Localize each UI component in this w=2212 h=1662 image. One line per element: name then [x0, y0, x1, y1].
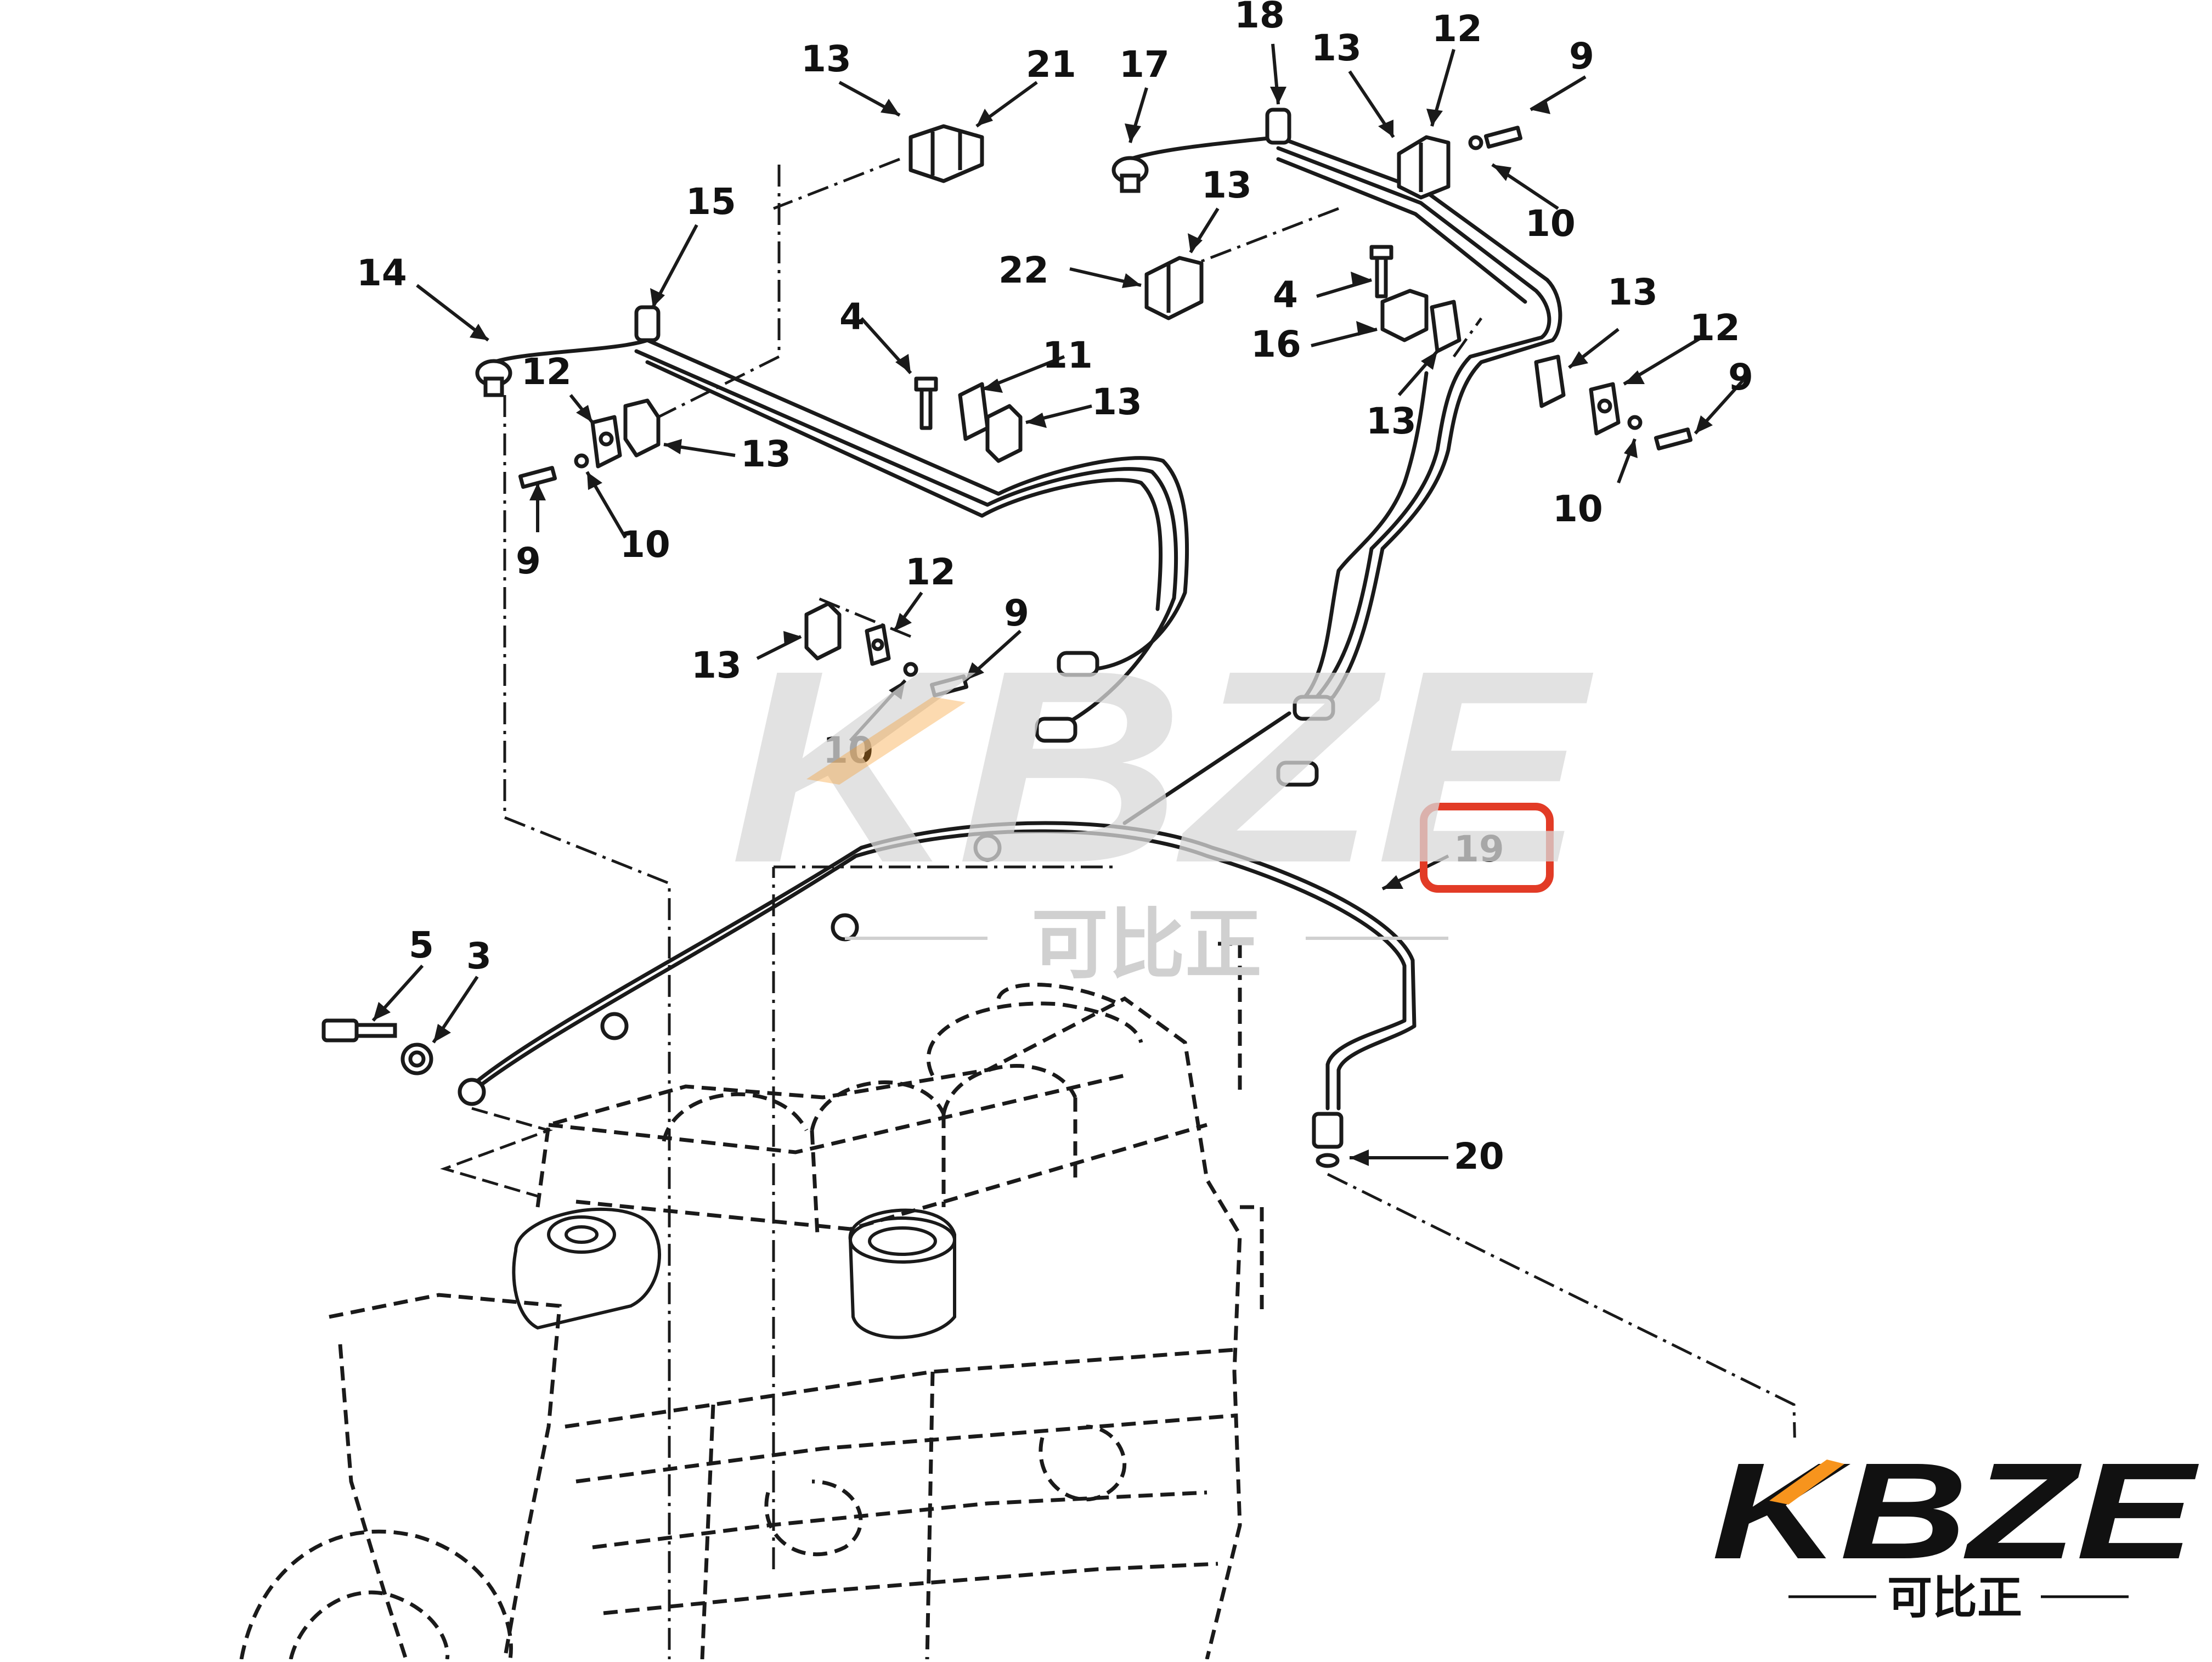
washer-10-top — [1468, 135, 1483, 150]
bolt-4-left — [914, 376, 938, 430]
callout-19: 19 — [1454, 828, 1504, 870]
callout-12: 12 — [1690, 307, 1740, 349]
watermark-chinese: 可比正 — [1031, 900, 1262, 990]
bolt-4-right — [1369, 245, 1393, 298]
callout-13: 13 — [1201, 164, 1252, 206]
engine-block-solid-details — [512, 1207, 956, 1339]
clamp-22 — [1144, 256, 1204, 320]
brand-logo: KBZE 可比正 — [1701, 1434, 2212, 1659]
logo-chinese: 可比正 — [1887, 1572, 2022, 1624]
callout-21: 21 — [1026, 43, 1076, 86]
injector-nozzle-fitting-17 — [1111, 156, 1149, 193]
clamps-and-brackets — [518, 124, 1693, 697]
callout-4: 4 — [1273, 274, 1298, 316]
callout-9: 9 — [516, 540, 541, 582]
banjo-fitting-15 — [634, 305, 661, 342]
watermark: KBZE 可比正 — [730, 613, 1597, 990]
washer-10-left — [574, 453, 589, 469]
callout-labels: 13 21 17 18 13 12 9 10 15 13 22 14 4 4 1… — [357, 0, 1753, 1178]
clamp-21 — [909, 124, 984, 183]
callout-13: 13 — [1607, 271, 1658, 313]
clamp-16 — [1380, 289, 1429, 342]
watermark-accent — [806, 697, 966, 785]
clamp-lower-12 — [865, 623, 891, 666]
highlight-box-19 — [1420, 803, 1554, 893]
callout-20: 20 — [1454, 1135, 1504, 1178]
return-line-end-fitting — [458, 1078, 486, 1106]
callout-10: 10 — [1553, 488, 1603, 530]
callout-10: 10 — [620, 523, 670, 566]
clamp-13-center — [985, 404, 1023, 463]
washer-10-lower — [903, 662, 918, 677]
pump-fitting-d — [1276, 760, 1319, 787]
callout-arrowheads — [373, 87, 1713, 1166]
washer-10-right — [1627, 415, 1643, 430]
callout-13: 13 — [741, 433, 791, 475]
banjo-fitting-18 — [1265, 108, 1291, 145]
callout-5: 5 — [409, 924, 434, 966]
callout-13: 13 — [1366, 400, 1417, 442]
clamp-left-12 — [590, 415, 622, 469]
callout-12: 12 — [905, 551, 956, 593]
clamp-11 — [958, 382, 990, 441]
bolt-5 — [321, 1018, 397, 1043]
drain-fitting-20 — [1312, 1112, 1344, 1168]
bolt-9-right — [1654, 427, 1693, 450]
pump-fitting-c — [1293, 695, 1335, 721]
callout-14: 14 — [357, 252, 407, 294]
logo-accent — [1769, 1460, 1844, 1505]
callout-17: 17 — [1119, 43, 1170, 86]
return-line-clip-c — [600, 1012, 629, 1040]
callout-16: 16 — [1251, 323, 1301, 365]
callout-12: 12 — [1432, 8, 1482, 50]
callout-18: 18 — [1234, 0, 1285, 36]
logo-brand: KBZE — [1712, 1434, 2199, 1587]
callout-10: 10 — [823, 729, 873, 771]
callout-22: 22 — [998, 249, 1049, 291]
pump-fitting-b — [1035, 717, 1077, 743]
clamp-lower-13 — [804, 601, 842, 661]
engine-block — [239, 942, 1264, 1660]
callout-13: 13 — [1311, 27, 1362, 69]
pump-fitting-a — [1057, 651, 1099, 677]
clamp-mid-right — [1430, 300, 1462, 353]
callout-15: 15 — [686, 181, 736, 223]
return-line-clip-a — [973, 833, 1002, 862]
callout-4: 4 — [839, 296, 865, 338]
engine-mount-outline — [440, 1107, 554, 1198]
callout-13: 13 — [1092, 381, 1142, 423]
bolt-9-top — [1483, 126, 1523, 149]
callout-9: 9 — [1728, 356, 1753, 398]
injector-nozzle-fitting-14 — [475, 359, 512, 397]
clamp-left-13 — [623, 398, 661, 458]
logo-background — [1701, 1438, 2212, 1659]
callout-13: 13 — [801, 38, 851, 80]
fuel-injection-lines — [470, 135, 1562, 1111]
bolt-9-left — [518, 466, 557, 489]
callout-3: 3 — [466, 935, 492, 977]
bolt-9-lower — [929, 674, 969, 697]
callout-13: 13 — [691, 644, 742, 686]
callout-9: 9 — [1569, 35, 1594, 77]
clamp-top-right — [1397, 135, 1451, 200]
callout-11: 11 — [1042, 334, 1093, 376]
watermark-brand: KBZE — [730, 613, 1597, 920]
banjo-bolt-3 — [400, 1043, 433, 1075]
clamp-right-b — [1589, 382, 1621, 436]
callout-10: 10 — [1525, 202, 1576, 245]
fittings — [321, 108, 1344, 1168]
callout-9: 9 — [1004, 592, 1029, 634]
callout-12: 12 — [521, 351, 572, 393]
clamp-right-a — [1534, 354, 1566, 408]
